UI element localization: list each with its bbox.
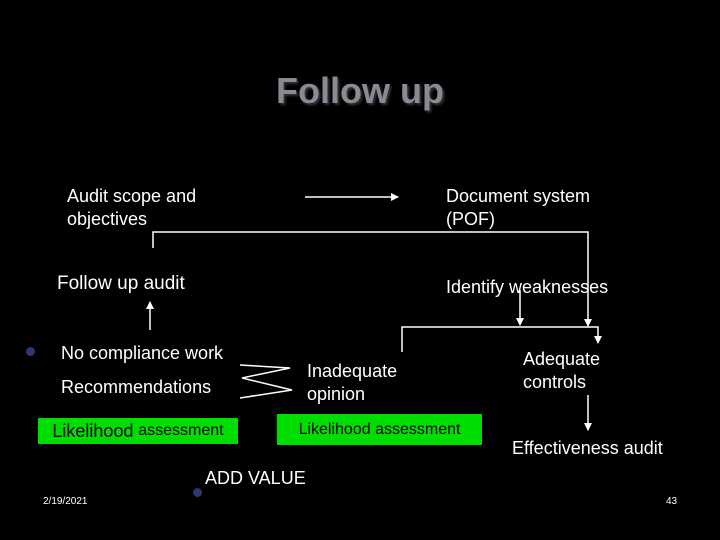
node-adequate-controls-line1: Adequate (523, 349, 601, 369)
arrow-scope-to-follow-up (152, 231, 155, 248)
arrow-document-to-follow-up (155, 231, 592, 327)
likelihood-left-word1: Likelihood (52, 420, 134, 441)
node-effectiveness-audit: Effectiveness audit (512, 438, 663, 458)
slide-date: 2/19/2021 (43, 496, 88, 507)
node-identify-weaknesses: Identify weaknesses (446, 277, 609, 297)
brace-connector (239, 364, 293, 399)
node-adequate-controls: Adequate controls (523, 348, 600, 394)
node-audit-scope-line1: Audit scope and (67, 186, 197, 206)
node-document-system-line2: (POF) (446, 209, 495, 229)
bullet-icon (26, 347, 35, 356)
node-recommendations: Recommendations (61, 377, 212, 397)
node-follow-up-audit: Follow up audit (57, 273, 185, 294)
likelihood-assessment-right-box: Likelihood assessment (277, 414, 482, 445)
node-document-system-line1: Document system (446, 186, 591, 206)
node-audit-scope: Audit scope and objectives (67, 185, 196, 231)
node-inadequate-opinion: Inadequate opinion (307, 360, 397, 406)
node-audit-scope-line2: objectives (67, 209, 148, 229)
node-adequate-controls-line2: controls (523, 372, 587, 392)
arrow-bracket-to-adequate (401, 326, 602, 352)
slide-title: Follow up (276, 70, 444, 111)
bullet-icon (193, 488, 202, 497)
likelihood-left-word2: assessment (138, 422, 224, 439)
node-document-system: Document system (POF) (446, 185, 590, 231)
slide-page-number: 43 (666, 496, 678, 507)
node-inadequate-opinion-line2: opinion (307, 384, 366, 404)
node-inadequate-opinion-line1: Inadequate (307, 361, 398, 381)
node-no-compliance: No compliance work (61, 343, 224, 363)
likelihood-assessment-left-box: Likelihood assessment (38, 418, 238, 444)
node-add-value: ADD VALUE (205, 468, 306, 488)
